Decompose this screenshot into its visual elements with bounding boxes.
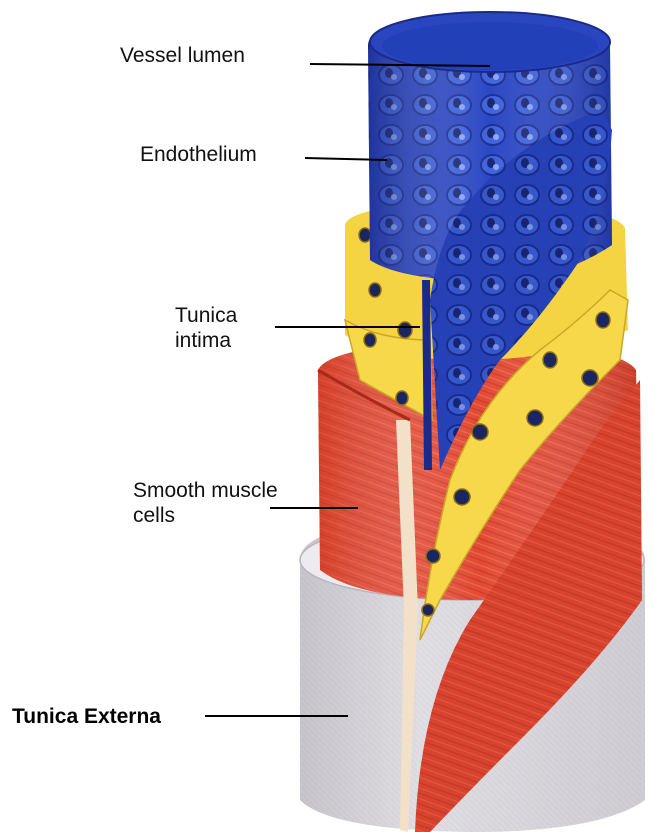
label-tunica-externa: Tunica Externa [12,704,161,729]
label-vessel-lumen: Vessel lumen [120,43,245,68]
label-tunica-intima-line1: Tunica [175,303,237,328]
label-tunica-intima-line2: intima [175,328,237,353]
label-tunica-intima: Tunica intima [175,303,237,353]
label-smooth-muscle: Smooth muscle cells [133,478,278,528]
label-smooth-muscle-line2: cells [133,503,278,528]
label-endothelium: Endothelium [140,142,257,167]
label-smooth-muscle-line1: Smooth muscle [133,478,278,503]
